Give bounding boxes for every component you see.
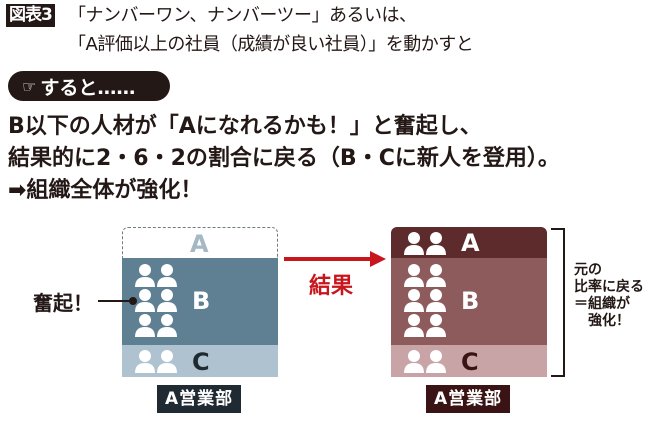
right-a-people	[404, 232, 454, 260]
left-letter-c: C	[192, 348, 210, 376]
person-icon-group	[135, 350, 177, 373]
left-section-b: B	[122, 258, 278, 345]
right-section-c: C	[391, 345, 547, 377]
left-dept-label: A営業部	[157, 385, 242, 413]
side-note-line-1: 元の	[574, 262, 602, 278]
person-icon-group	[404, 350, 446, 373]
right-org-box: A B C	[391, 227, 547, 377]
right-letter-c: C	[461, 348, 479, 376]
left-org-box: A B C	[122, 227, 278, 377]
title-line-2: 「A評価以上の社員（成績が良い社員）」を動かすと	[68, 34, 474, 55]
result-pill: ☞ すると……	[8, 71, 170, 101]
figure-label: 図表3	[6, 4, 55, 27]
person-icon-group	[404, 264, 446, 337]
side-note-line-3: ＝組織が	[574, 296, 630, 312]
side-note-line-4: 強化！	[588, 313, 630, 329]
side-note-line-2: 比率に戻る	[574, 279, 644, 295]
left-section-c: C	[122, 345, 278, 377]
pointing-hand-icon: ☞	[22, 76, 37, 96]
right-letter-b: B	[461, 287, 480, 315]
person-icon-group	[135, 264, 177, 337]
result-arrow-icon	[284, 251, 386, 267]
right-c-people	[404, 350, 454, 377]
right-section-b: B	[391, 258, 547, 345]
result-label: 結果	[309, 274, 354, 299]
right-dept-label: A営業部	[426, 385, 511, 413]
title-line-1: 「ナンバーワン、ナンバーツー」あるいは、	[68, 5, 417, 26]
body-line-3: ➡組織全体が強化！	[8, 178, 203, 203]
body-line-2: 結果的に2・6・2の割合に戻る（B・Cに新人を登用）。	[8, 146, 560, 171]
right-section-a: A	[391, 227, 547, 258]
right-letter-a: A	[461, 229, 480, 257]
left-section-a: A	[122, 227, 278, 258]
annotation-leader-line	[98, 300, 132, 302]
annotation-dot	[129, 297, 137, 305]
bracket	[551, 228, 565, 377]
person-icon-group	[404, 232, 446, 255]
left-letter-a: A	[190, 230, 209, 258]
right-b-people	[404, 264, 454, 344]
pill-label: すると……	[40, 76, 136, 99]
body-line-1: B以下の人材が「Aになれるかも！」と奮起し、	[8, 114, 482, 139]
left-letter-b: B	[192, 287, 211, 315]
rise-up-annotation: 奮起！	[33, 291, 93, 315]
left-c-people	[135, 350, 185, 378]
left-b-people	[135, 264, 185, 344]
